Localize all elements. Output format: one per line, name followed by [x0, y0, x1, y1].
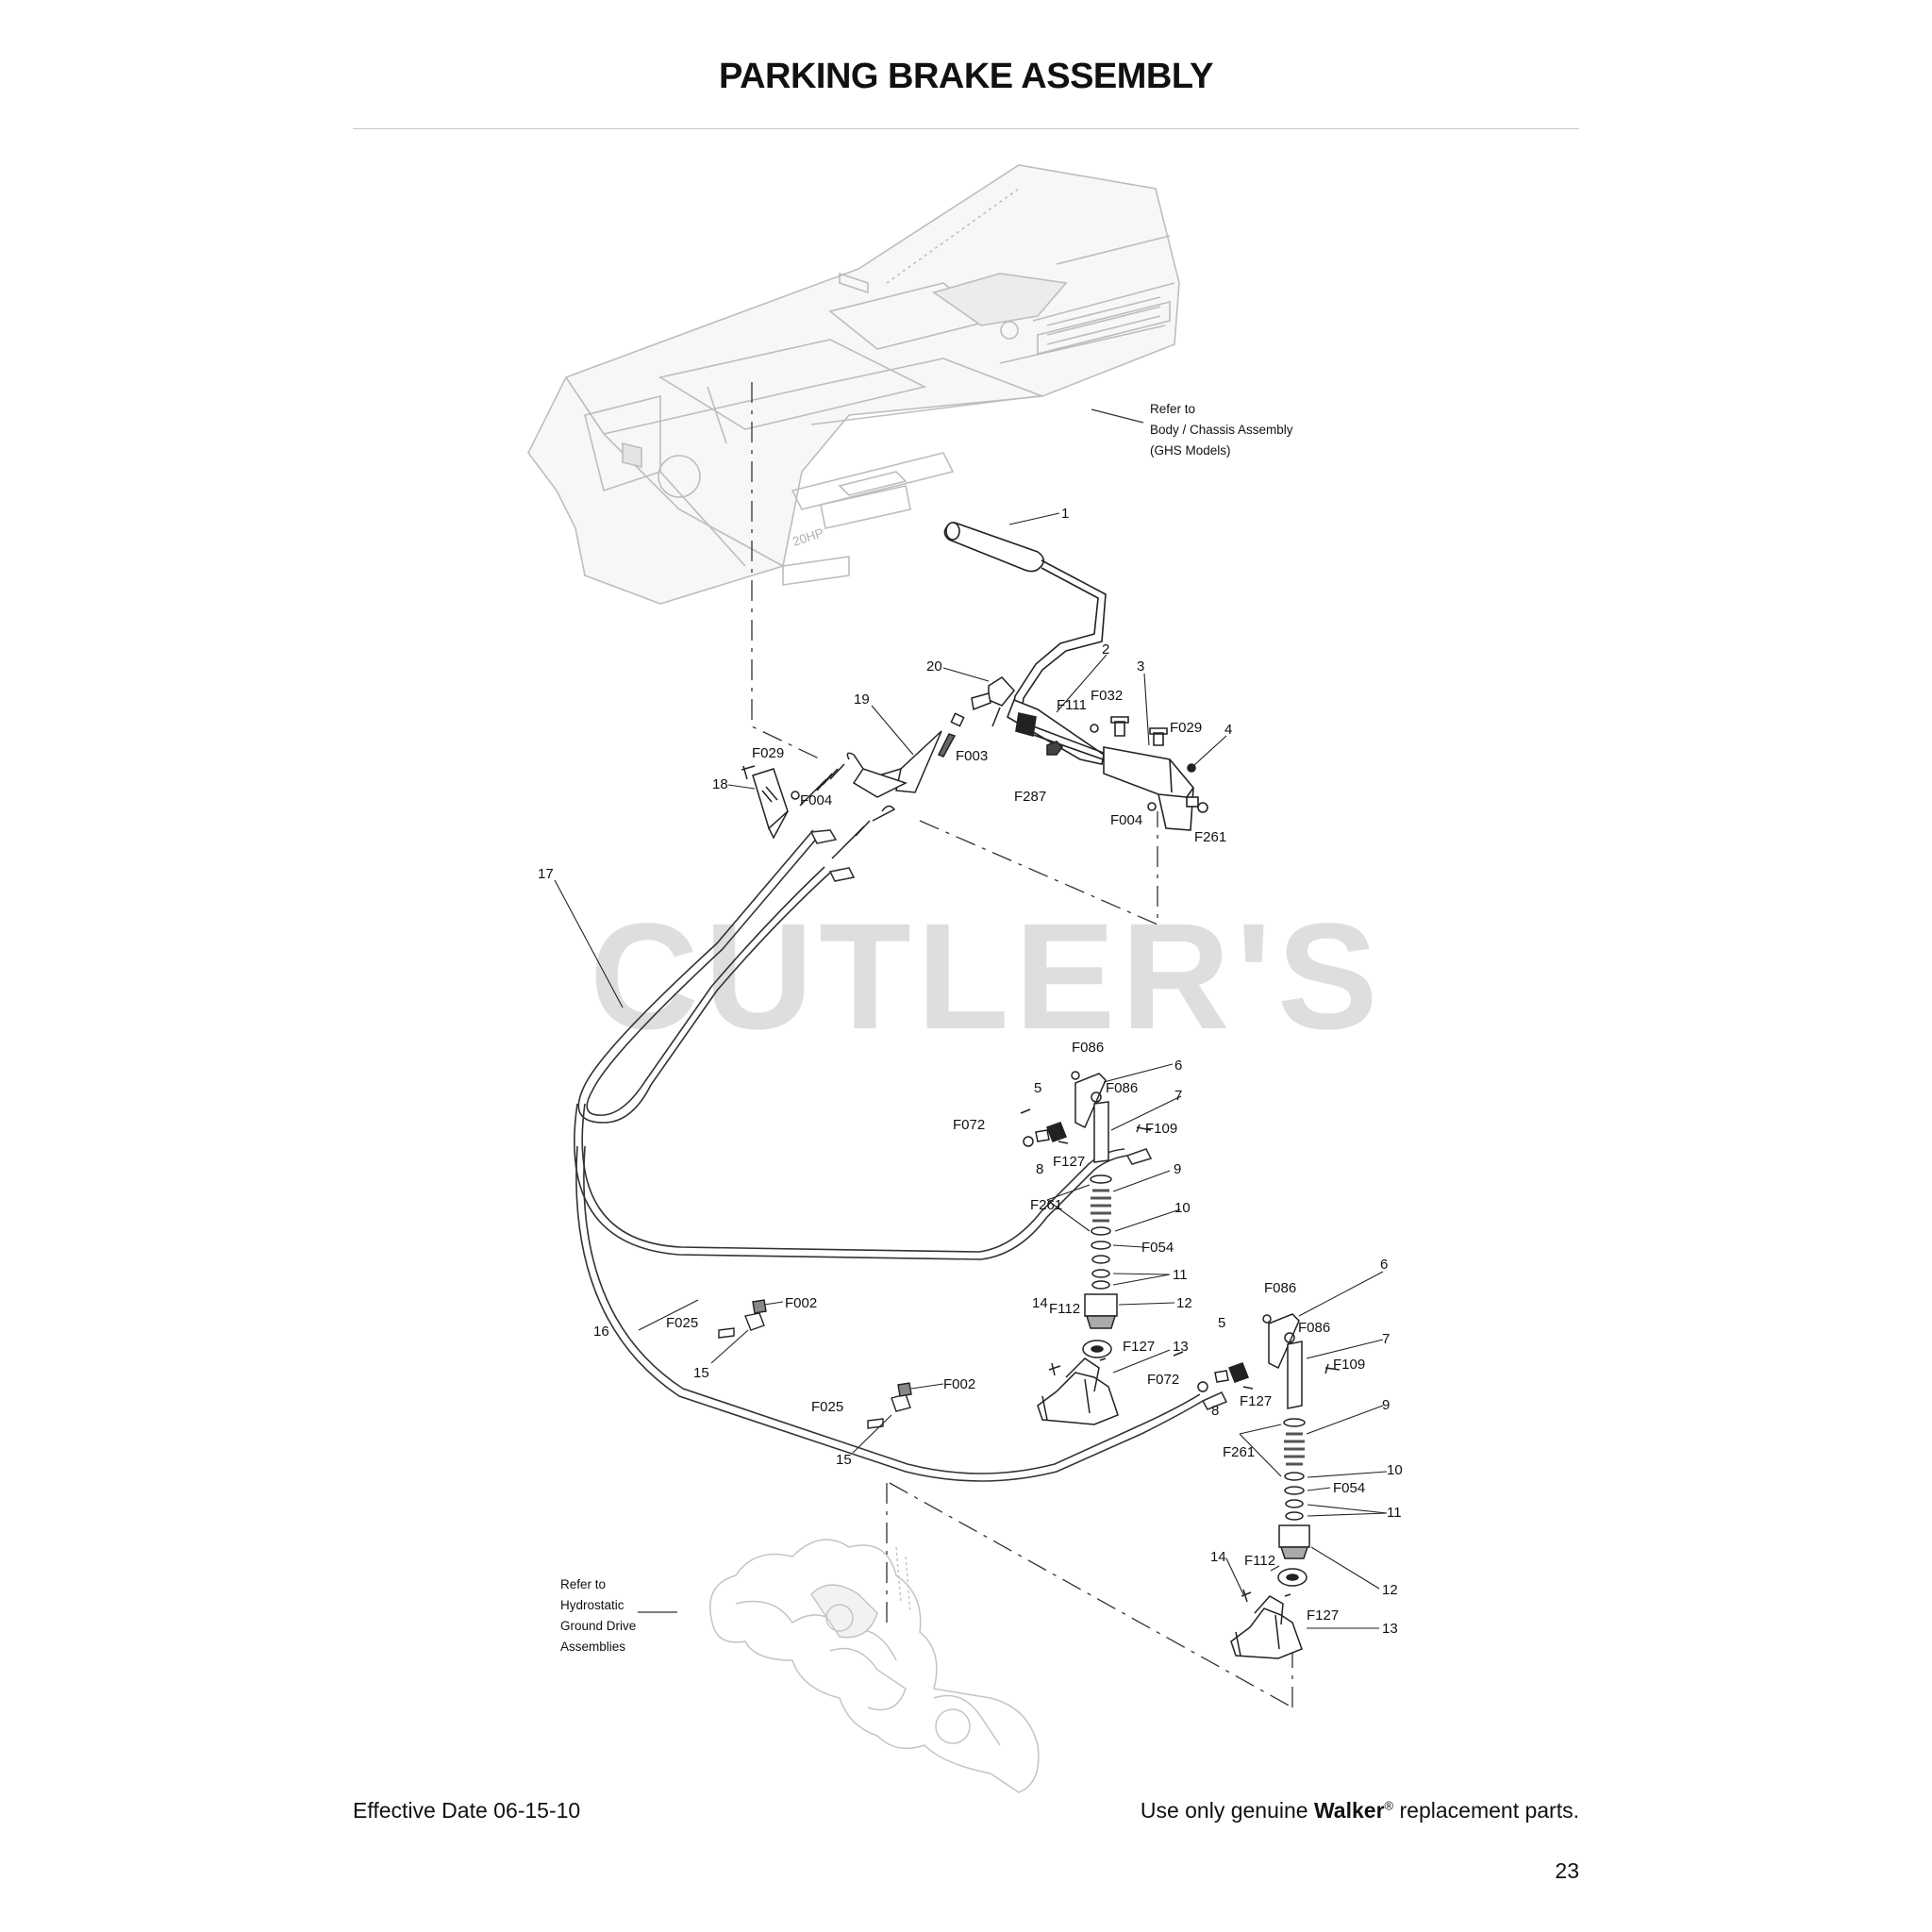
callout-f261-upper: F261 — [1194, 829, 1226, 845]
callout-f072-right: F072 — [1147, 1372, 1179, 1388]
callout-17: 17 — [538, 866, 554, 882]
engine-badge: 20HP — [791, 525, 825, 549]
callout-f112-left: F112 — [1049, 1301, 1080, 1317]
right-brake-pivot-stack — [1173, 1313, 1341, 1659]
callout-6-left: 6 — [1174, 1058, 1182, 1074]
body-reference-note: Refer to Body / Chassis Assembly (GHS Mo… — [1091, 402, 1293, 458]
brake-cables — [574, 829, 1228, 1482]
callout-f287: F287 — [1014, 789, 1046, 805]
callout-f029-left: F029 — [752, 745, 784, 761]
effective-date: Effective Date 06-15-10 — [353, 1798, 581, 1823]
callout-f025-a: F025 — [666, 1315, 698, 1331]
callout-20: 20 — [926, 658, 942, 675]
callout-f029-upper: F029 — [1170, 720, 1202, 736]
callout-f086-a: F086 — [1072, 1040, 1104, 1056]
callout-f054-left: F054 — [1141, 1240, 1174, 1256]
callout-f032: F032 — [1091, 688, 1123, 704]
callout-f109-right: F109 — [1333, 1357, 1365, 1373]
watermark-text: CUTLER'S — [590, 891, 1384, 1060]
callout-f261-left: F261 — [1030, 1197, 1062, 1213]
callout-16: 16 — [593, 1324, 609, 1340]
callout-f086-d: F086 — [1298, 1320, 1330, 1336]
callout-f054-right: F054 — [1333, 1480, 1365, 1496]
callout-f111: F111 — [1057, 697, 1087, 713]
callout-14-left: 14 — [1032, 1295, 1048, 1311]
callout-f004-left: F004 — [800, 792, 832, 808]
page-title: PARKING BRAKE ASSEMBLY — [719, 57, 1213, 96]
svg-text:Refer to: Refer to — [1150, 402, 1195, 416]
callout-8-left: 8 — [1036, 1161, 1043, 1177]
callout-19: 19 — [854, 691, 870, 708]
callout-f002-b: F002 — [943, 1376, 975, 1392]
body-chassis-ghost — [527, 164, 1180, 605]
callout-11-right: 11 — [1387, 1505, 1402, 1521]
callout-12-right: 12 — [1382, 1582, 1398, 1598]
callout-12-left: 12 — [1176, 1295, 1192, 1311]
brand-name: Walker — [1313, 1798, 1385, 1823]
callout-15-a: 15 — [693, 1365, 709, 1381]
callout-f025-b: F025 — [811, 1399, 843, 1415]
callout-f127-b: F127 — [1123, 1339, 1155, 1355]
assembly-dash-lines — [751, 382, 1293, 1708]
callout-13-right: 13 — [1382, 1621, 1398, 1637]
page-number: 23 — [1555, 1858, 1579, 1883]
callout-7-left: 7 — [1174, 1088, 1182, 1104]
svg-text:Hydrostatic: Hydrostatic — [560, 1598, 625, 1612]
callout-1: 1 — [1061, 506, 1069, 522]
svg-text:Ground Drive: Ground Drive — [560, 1619, 636, 1633]
callout-15-b: 15 — [836, 1452, 852, 1468]
callout-f261-right: F261 — [1223, 1444, 1255, 1460]
callout-6-right: 6 — [1380, 1257, 1388, 1273]
callout-5-left: 5 — [1034, 1080, 1041, 1096]
cable-clips — [718, 1299, 912, 1429]
title-divider — [353, 128, 1579, 129]
callout-f004-right: F004 — [1110, 812, 1142, 828]
svg-text:Assemblies: Assemblies — [560, 1640, 625, 1654]
callout-f127-c: F127 — [1240, 1393, 1272, 1409]
footer-notice: Use only genuine Walker® replacement par… — [1140, 1798, 1579, 1823]
callout-2: 2 — [1102, 641, 1109, 658]
callout-f086-b: F086 — [1106, 1080, 1138, 1096]
callout-18: 18 — [712, 776, 728, 792]
callout-11-left: 11 — [1173, 1267, 1188, 1283]
hydrostatic-drive-ghost — [709, 1539, 1040, 1793]
linkage-assembly — [741, 676, 1015, 859]
callout-7-right: 7 — [1382, 1331, 1390, 1347]
left-brake-pivot-stack — [1020, 1071, 1152, 1425]
callout-f072-left: F072 — [953, 1117, 985, 1133]
callout-4: 4 — [1224, 722, 1232, 738]
callout-9-right: 9 — [1382, 1397, 1390, 1413]
callout-f112-right: F112 — [1244, 1553, 1275, 1569]
callout-9-left: 9 — [1174, 1161, 1181, 1177]
callout-3: 3 — [1137, 658, 1144, 675]
drive-reference-note: Refer to Hydrostatic Ground Drive Assemb… — [560, 1577, 677, 1654]
callout-labels: 1 2 3 4 20 19 18 17 F111 F032 F029 F029 … — [538, 506, 1403, 1637]
callout-10-left: 10 — [1174, 1200, 1191, 1216]
callout-leaders — [554, 512, 1388, 1629]
callout-f003: F003 — [956, 748, 988, 764]
callout-13-left: 13 — [1173, 1339, 1189, 1355]
svg-text:Refer to: Refer to — [560, 1577, 606, 1591]
svg-text:(GHS Models): (GHS Models) — [1150, 443, 1231, 458]
callout-14-right: 14 — [1210, 1549, 1226, 1565]
svg-text:Body / Chassis Assembly: Body / Chassis Assembly — [1150, 423, 1293, 437]
callout-f127-d: F127 — [1307, 1607, 1339, 1624]
callout-5-right: 5 — [1218, 1315, 1225, 1331]
callout-8-right: 8 — [1211, 1403, 1219, 1419]
callout-10-right: 10 — [1387, 1462, 1403, 1478]
brake-handle-assembly — [943, 522, 1208, 831]
callout-f002-a: F002 — [785, 1295, 817, 1311]
callout-f127-a: F127 — [1053, 1154, 1085, 1170]
callout-f086-c: F086 — [1264, 1280, 1296, 1296]
callout-f109-left: F109 — [1145, 1121, 1177, 1137]
